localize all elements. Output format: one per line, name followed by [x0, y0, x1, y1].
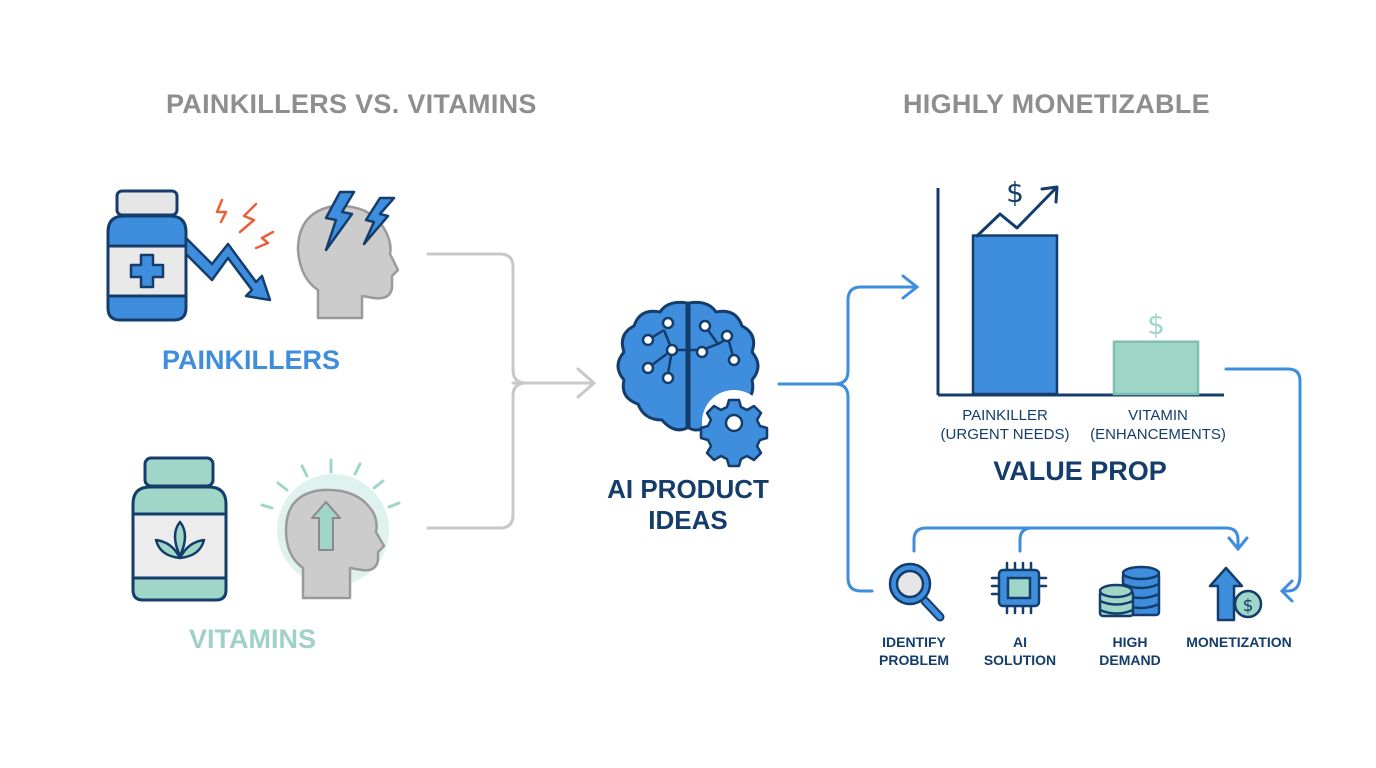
vitamins-label: VITAMINS — [189, 624, 316, 654]
dollar-icon-vitamin: $ — [1147, 308, 1165, 341]
medicine-bottle-cross-icon — [106, 189, 188, 322]
dollar-icon-painkiller: $ — [1006, 176, 1024, 209]
chart-bar-vitamin — [1112, 340, 1200, 396]
chart-title: VALUE PROP — [993, 456, 1167, 486]
arrow-up-dollar-icon: $ — [1208, 566, 1263, 622]
ai-brain-gear-icon — [616, 300, 769, 468]
left-section-title: PAINKILLERS VS. VITAMINS — [166, 89, 537, 119]
head-growth-arrow-icon — [260, 458, 401, 600]
step-monetization: MONETIZATION — [1186, 634, 1292, 650]
value-prop-chart: $ $ — [936, 176, 1224, 397]
head-lightning-icon — [296, 190, 400, 320]
blue-bracket-connector — [777, 274, 920, 593]
step-identify-problem: IDENTIFY PROBLEM — [879, 634, 949, 668]
painkillers-label: PAINKILLERS — [162, 345, 341, 375]
pain-spark-icon — [215, 198, 275, 250]
right-section-title: HIGHLY MONETIZABLE — [903, 89, 1210, 119]
chart-category-vitamin: VITAMIN (ENHANCEMENTS) — [1090, 407, 1226, 443]
ai-product-ideas-line1: AI PRODUCT — [607, 474, 769, 504]
ai-product-ideas-label: AI PRODUCT IDEAS — [588, 474, 788, 536]
svg-text:$: $ — [1243, 596, 1254, 616]
rising-trend-arrow-icon — [975, 185, 1059, 238]
chart-category-painkiller: PAINKILLER (URGENT NEEDS) — [940, 407, 1070, 443]
step-loop-connector — [912, 367, 1302, 603]
pain-zigzag-arrow-icon — [184, 236, 272, 302]
vitamin-bottle-leaf-icon — [131, 456, 228, 602]
chip-icon — [990, 561, 1048, 615]
step-high-demand: HIGH DEMAND — [1099, 634, 1161, 668]
step-ai-solution: AI SOLUTION — [983, 634, 1057, 668]
magnifier-icon — [888, 562, 945, 622]
coin-stacks-icon — [1098, 565, 1161, 618]
chart-bar-painkiller — [971, 234, 1059, 396]
gray-bracket-connector — [426, 252, 597, 530]
ai-product-ideas-line2: IDEAS — [648, 505, 728, 535]
